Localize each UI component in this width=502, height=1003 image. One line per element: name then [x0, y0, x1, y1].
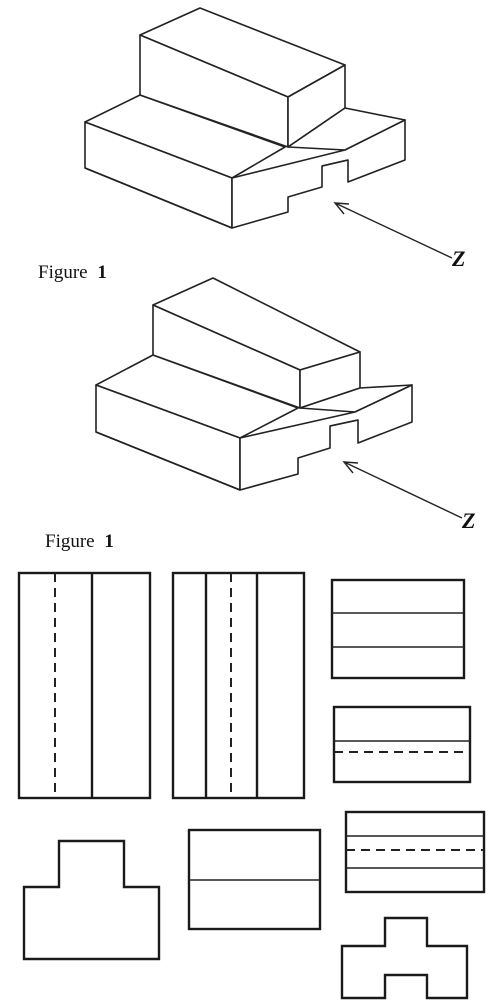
front-bottom-edge-a	[84, 167, 233, 229]
view-label-a: Z	[451, 246, 465, 271]
view-arrow-head-b	[342, 461, 359, 474]
caption-word-b: Figure	[45, 531, 95, 552]
view-arrow-line-a	[334, 202, 453, 259]
notch-edge-a	[321, 159, 349, 167]
view-option-notched-t	[340, 916, 469, 1000]
view-option-tall-1	[17, 571, 152, 800]
view-option-tall-2	[171, 571, 306, 800]
view-option-t-shape	[22, 839, 161, 961]
view-label-b: Z	[461, 508, 475, 533]
view-option-bands-hidden	[344, 810, 486, 894]
view-option-bands-3	[330, 578, 466, 680]
view-outline	[332, 705, 472, 784]
view-option-band-hidden	[332, 705, 472, 784]
isometric-figure-b: Z	[95, 277, 475, 533]
caption-number-b: 1	[104, 531, 114, 552]
front-bottom-edge-b	[95, 431, 241, 491]
isometric-figure-a: Z	[84, 7, 465, 271]
view-outline	[344, 810, 486, 894]
view-outline	[171, 571, 306, 800]
view-outline	[330, 578, 466, 680]
caption-number-a: 1	[97, 262, 107, 283]
caption-word-a: Figure	[38, 262, 88, 283]
view-outline	[17, 571, 152, 800]
figure-caption-a: Figure 1	[38, 262, 107, 283]
view-arrow-head-a	[333, 202, 350, 215]
notch-edge-b	[329, 419, 359, 427]
view-option-split	[187, 828, 322, 931]
view-arrow-line-b	[343, 461, 463, 519]
figure-caption-b: Figure 1	[45, 531, 114, 552]
